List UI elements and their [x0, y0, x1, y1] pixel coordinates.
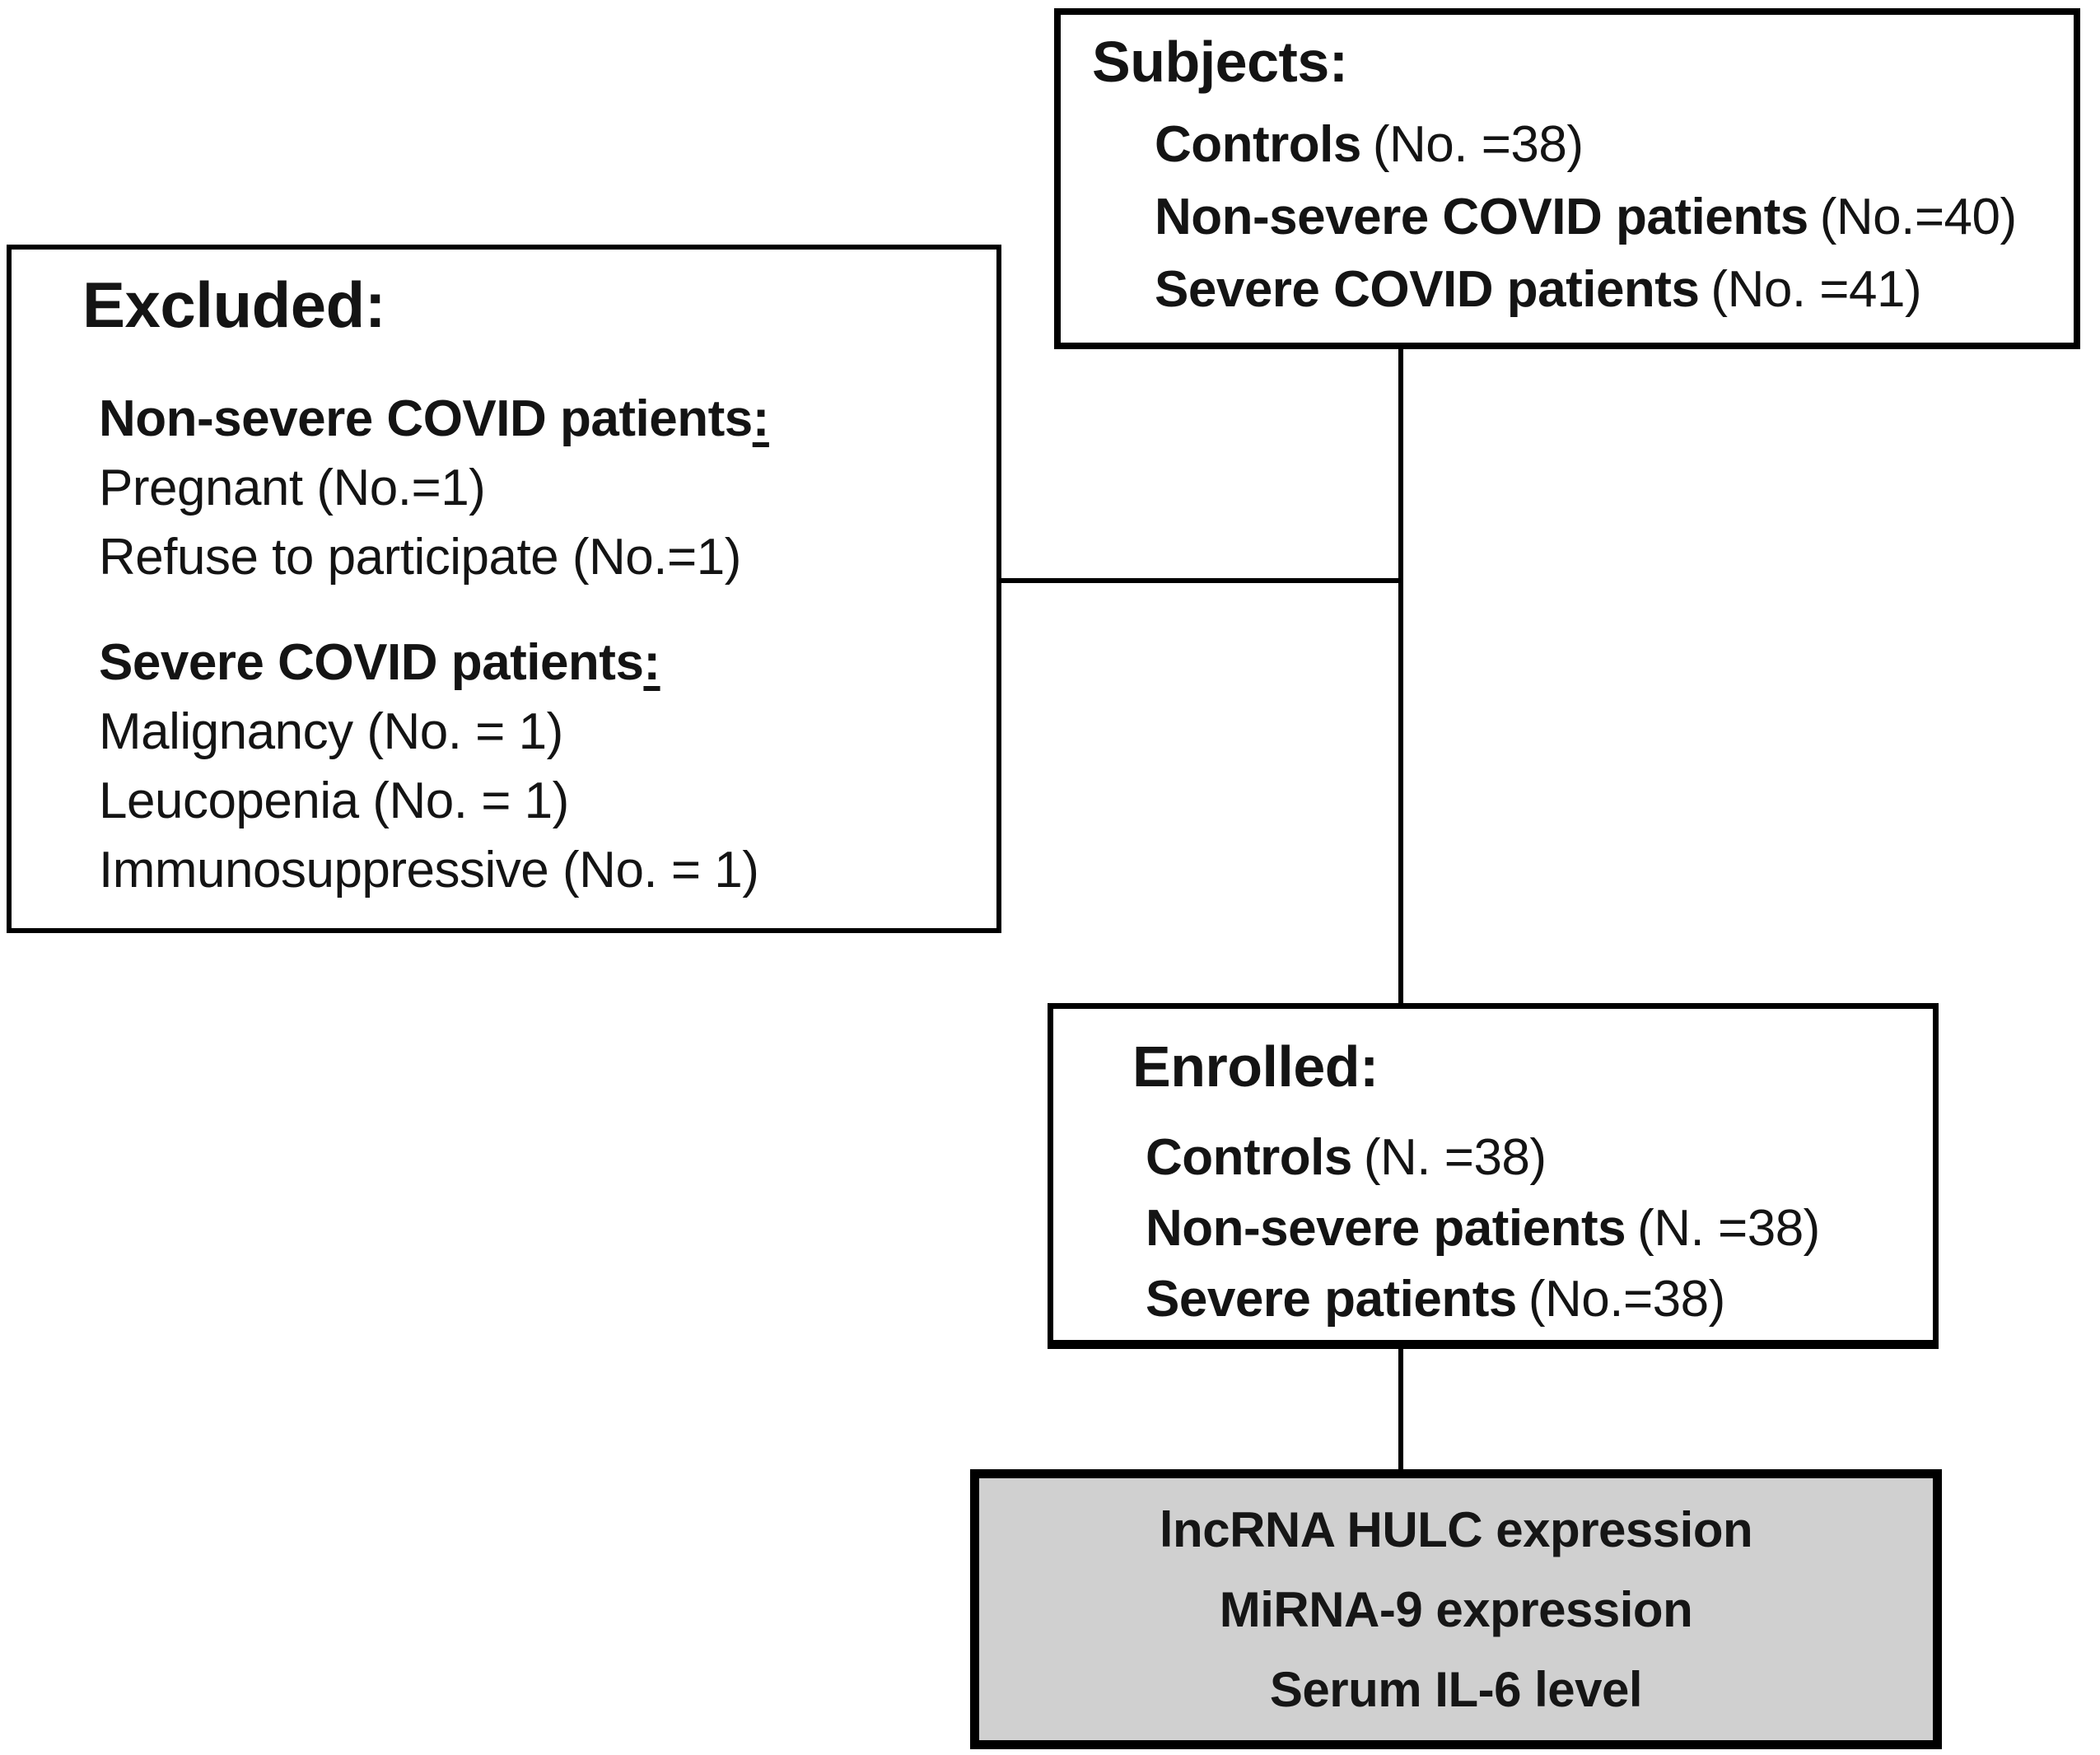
heading-colon: : [752, 390, 770, 447]
subjects-item-severe: Severe COVID patients(No. =41) [1155, 254, 2074, 326]
group-count: (N. =38) [1363, 1129, 1547, 1186]
enrolled-item-controls: Controls(N. =38) [1146, 1123, 1933, 1193]
outcome-line-lncrna: lncRNA HULC expression [1159, 1501, 1753, 1557]
group-name: Severe patients [1146, 1271, 1517, 1328]
group-count: (No. =41) [1710, 261, 1922, 318]
enrolled-item-severe: Severe patients(No.=38) [1146, 1264, 1933, 1335]
outcome-line-mirna: MiRNA-9 expression [1219, 1581, 1693, 1637]
excluded-title: Excluded: [82, 268, 386, 341]
heading-colon: : [643, 634, 660, 691]
excluded-group-heading: Non-severe COVID patients: [99, 385, 996, 454]
group-name: Controls [1155, 116, 1361, 173]
connector-enrolled-to-outcome [1398, 1347, 1403, 1471]
heading-text: Severe COVID patients [99, 634, 644, 691]
excluded-group-severe: Severe COVID patients: Malignancy (No. =… [82, 628, 996, 905]
subjects-title: Subjects: [1092, 30, 1348, 94]
subjects-items: Controls(No. =38) Non-severe COVID patie… [1092, 109, 2074, 326]
excluded-item: Refuse to participate (No.=1) [99, 529, 741, 586]
excluded-item: Immunosuppressive (No. = 1) [99, 842, 759, 899]
enrolled-items: Controls(N. =38) Non-severe patients(N. … [1132, 1123, 1933, 1335]
enrolled-title: Enrolled: [1132, 1034, 1379, 1099]
enrolled-box: Enrolled: Controls(N. =38) Non-severe pa… [1048, 1003, 1939, 1349]
subjects-item-nonsevere: Non-severe COVID patients(No.=40) [1155, 181, 2074, 254]
group-name: Severe COVID patients [1155, 261, 1700, 318]
group-count: (No.=38) [1528, 1271, 1725, 1328]
subjects-box: Subjects: Controls(No. =38) Non-severe C… [1054, 8, 2080, 349]
connector-subjects-to-enrolled [1398, 344, 1403, 1005]
group-count: (No.=40) [1819, 189, 2017, 245]
excluded-item: Malignancy (No. = 1) [99, 703, 563, 760]
outcome-box: lncRNA HULC expression MiRNA-9 expressio… [970, 1469, 1942, 1749]
group-count: (N. =38) [1637, 1200, 1820, 1257]
group-count: (No. =38) [1372, 116, 1584, 173]
subjects-item-controls: Controls(No. =38) [1155, 109, 2074, 181]
group-name: Non-severe COVID patients [1155, 189, 1808, 245]
excluded-box: Excluded: Non-severe COVID patients: Pre… [7, 245, 1001, 933]
heading-text: Non-severe COVID patients [99, 390, 753, 447]
excluded-group-heading: Severe COVID patients: [99, 628, 996, 698]
excluded-item: Leucopenia (No. = 1) [99, 772, 569, 829]
excluded-group-nonsevere: Non-severe COVID patients: Pregnant (No.… [82, 385, 996, 592]
group-name: Controls [1146, 1129, 1352, 1186]
excluded-item: Pregnant (No.=1) [99, 460, 486, 516]
group-name: Non-severe patients [1146, 1200, 1626, 1257]
outcome-line-il6: Serum IL-6 level [1269, 1661, 1643, 1717]
connector-to-excluded [1000, 578, 1403, 583]
enrolled-item-nonsevere: Non-severe patients(N. =38) [1146, 1193, 1933, 1264]
